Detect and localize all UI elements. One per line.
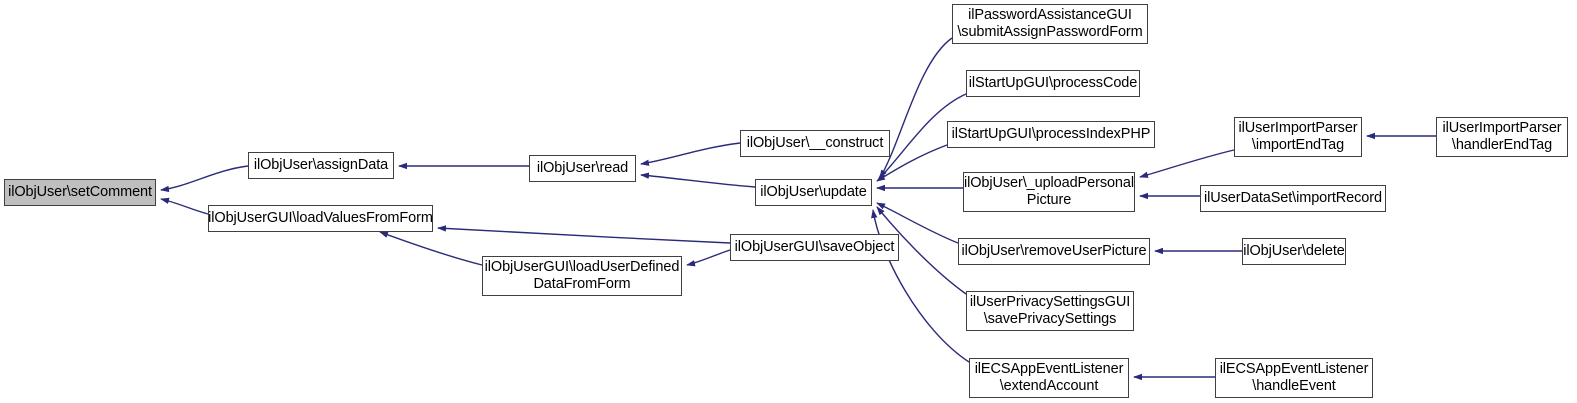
node-read[interactable]: ilObjUser\read: [529, 155, 636, 182]
node-loadValuesFromForm[interactable]: ilObjUserGUI\loadValuesFromForm: [208, 205, 433, 232]
node-processCode[interactable]: ilStartUpGUI\processCode: [966, 70, 1140, 97]
node-loadUserDefined[interactable]: ilObjUserGUI\loadUserDefined DataFromFor…: [482, 256, 682, 296]
node-importRecord[interactable]: ilUserDataSet\importRecord: [1200, 185, 1386, 212]
node-importEndTag[interactable]: ilUserImportParser \importEndTag: [1234, 117, 1362, 157]
edge-importEndTag-to-uploadPersonalPicture: [1139, 149, 1235, 178]
node-saveObject[interactable]: ilObjUserGUI\saveObject: [730, 234, 899, 261]
edge-update-to-read: [640, 172, 756, 188]
node-deleteNode[interactable]: ilObjUser\delete: [1242, 238, 1346, 265]
edge-saveObject-to-loadValuesFromForm: [437, 225, 731, 244]
node-setComment[interactable]: ilObjUser\setComment: [4, 179, 156, 206]
node-uploadPersonalPicture[interactable]: ilObjUser\_uploadPersonal Picture: [963, 172, 1135, 212]
edge-assignData-to-setComment: [160, 165, 249, 193]
edge-extendAccount-to-update: [871, 209, 970, 363]
node-handlerEndTag[interactable]: ilUserImportParser \handlerEndTag: [1436, 117, 1568, 157]
node-submitAssignPassword[interactable]: ilPasswordAssistanceGUI \submitAssignPas…: [952, 4, 1148, 44]
edge-construct-to-read: [640, 142, 741, 166]
node-removeUserPicture[interactable]: ilObjUser\removeUserPicture: [958, 238, 1150, 265]
edge-saveObject-to-loadUserDefined: [686, 249, 731, 267]
node-savePrivacySettings[interactable]: ilUserPrivacySettingsGUI \savePrivacySet…: [966, 291, 1134, 331]
node-construct[interactable]: ilObjUser\__construct: [740, 130, 890, 157]
node-processIndexPHP[interactable]: ilStartUpGUI\processIndexPHP: [947, 121, 1155, 148]
node-update[interactable]: ilObjUser\update: [755, 179, 872, 206]
edge-loadUserDefined-to-loadValuesFromForm: [379, 231, 483, 266]
node-handleEvent[interactable]: ilECSAppEventListener \handleEvent: [1215, 358, 1373, 398]
edge-loadValuesFromForm-to-setComment: [160, 197, 209, 215]
node-assignData[interactable]: ilObjUser\assignData: [248, 152, 394, 179]
node-extendAccount[interactable]: ilECSAppEventListener \extendAccount: [969, 358, 1129, 398]
edge-submitAssignPassword-to-update: [879, 37, 953, 179]
